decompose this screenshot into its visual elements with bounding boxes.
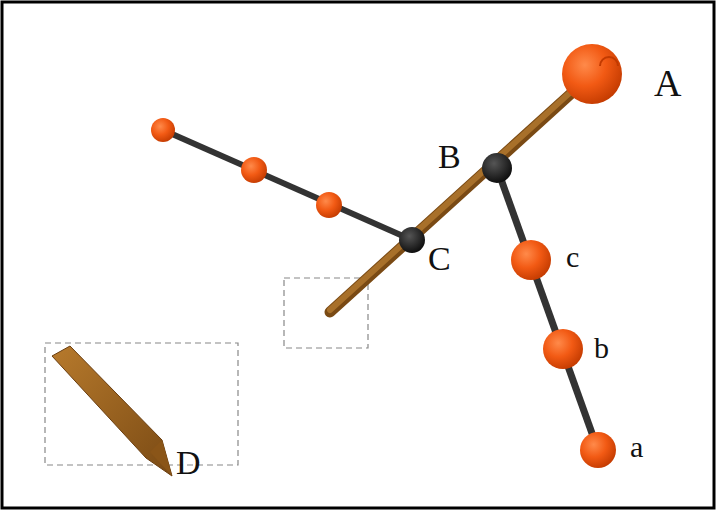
joint: [482, 153, 512, 183]
chain-line: [497, 168, 598, 450]
inset-label: D: [176, 446, 201, 480]
part-label: c: [566, 242, 579, 272]
sphere: [151, 118, 175, 142]
sphere: [241, 157, 267, 183]
part-label: C: [428, 242, 451, 276]
sphere: [580, 432, 616, 468]
sphere-large: [562, 44, 622, 104]
joint: [399, 227, 425, 253]
rod-tip: [52, 346, 172, 476]
chain-line: [163, 130, 412, 240]
part-label: a: [630, 432, 643, 462]
sphere-mark: [600, 57, 618, 66]
rod-tip-point: [150, 440, 172, 476]
part-label: B: [438, 140, 461, 174]
sphere: [543, 329, 583, 369]
part-label: b: [594, 333, 609, 363]
rod-highlight: [330, 88, 575, 310]
sphere: [511, 240, 551, 280]
part-label: A: [654, 64, 681, 102]
sphere: [316, 192, 342, 218]
